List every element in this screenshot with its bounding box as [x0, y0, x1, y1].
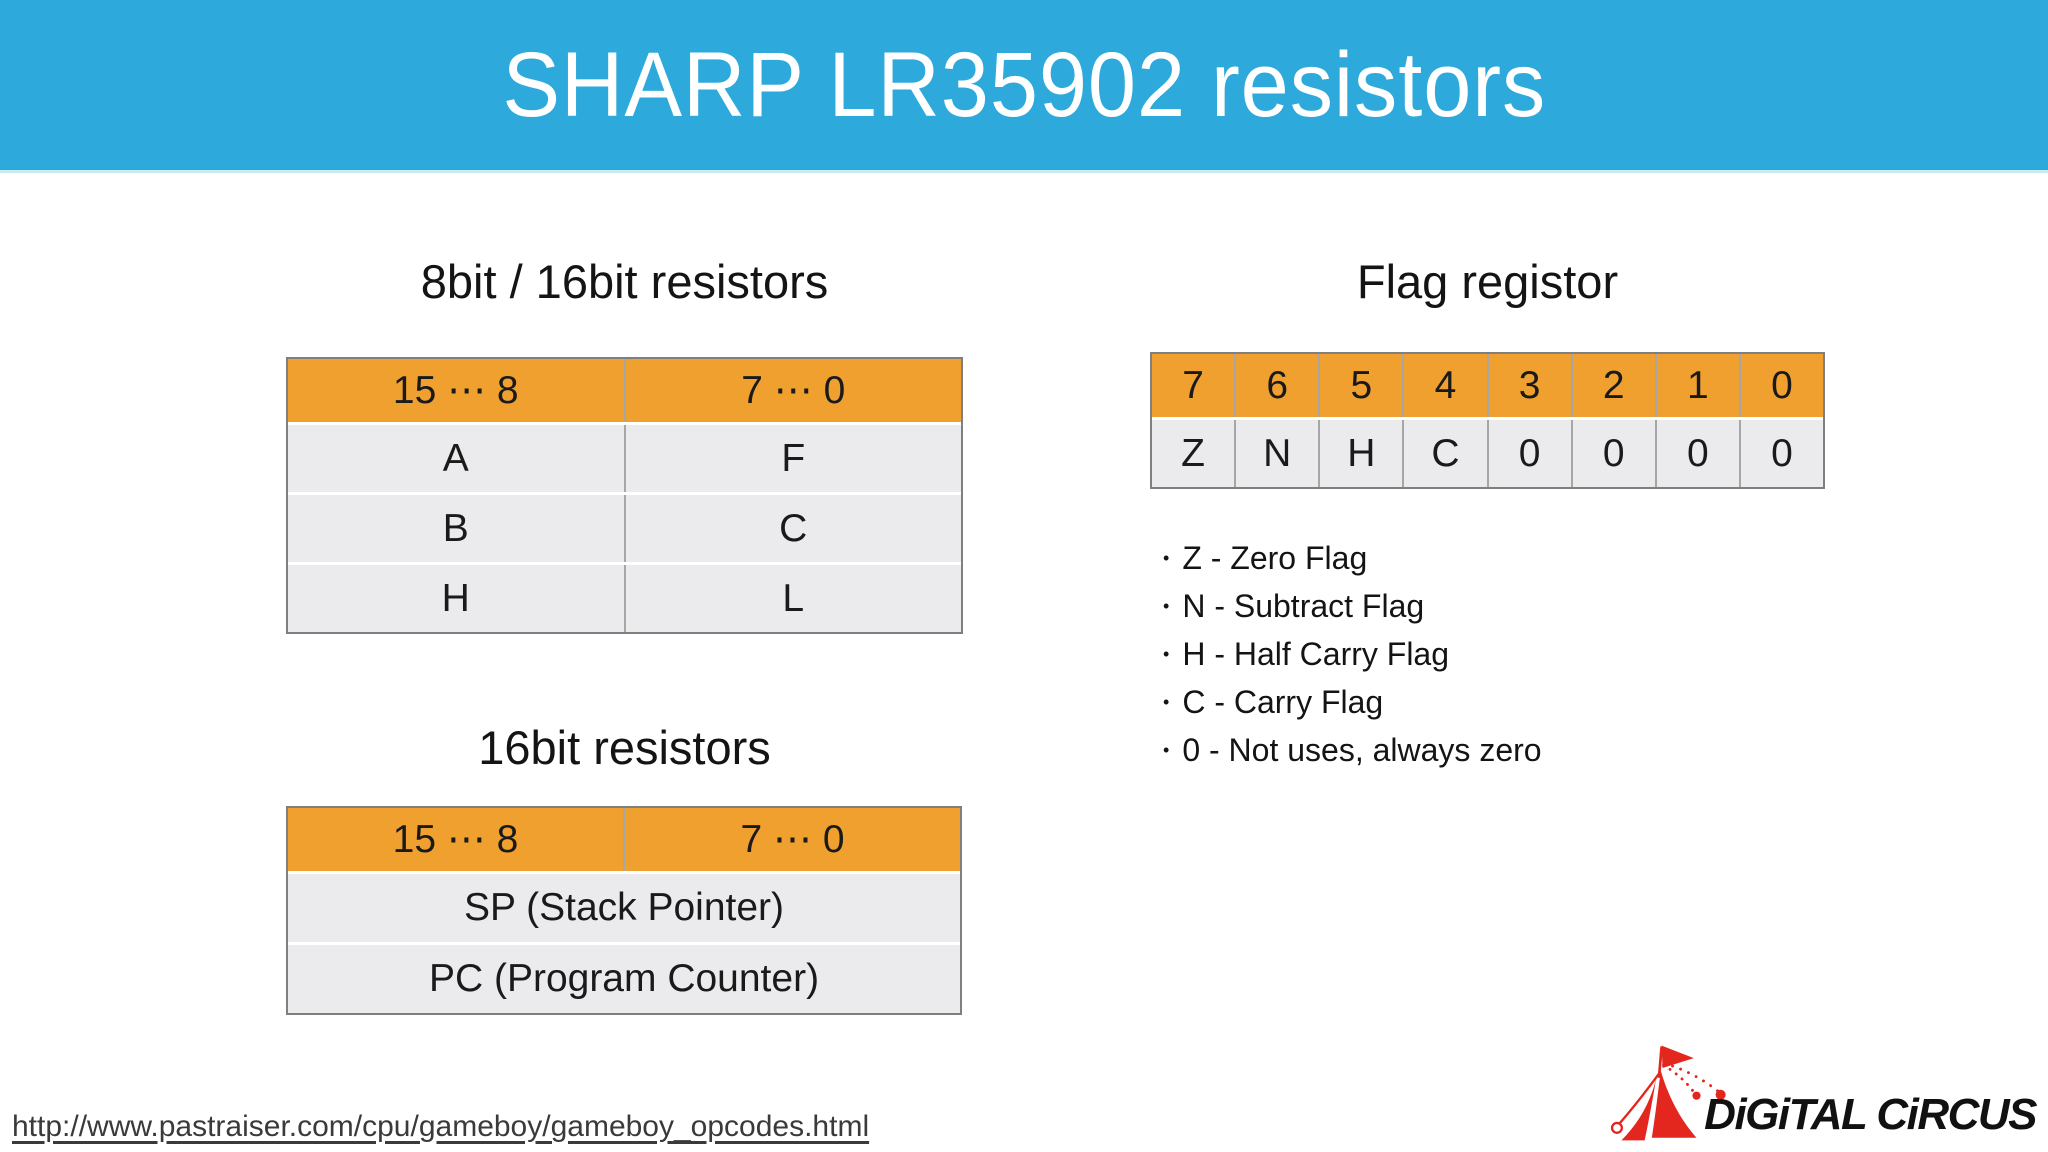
- table-header-cell: 0: [1738, 354, 1823, 417]
- reg16-table: 15 ⋯ 8 7 ⋯ 0 SP (Stack Pointer) PC (Prog…: [286, 806, 962, 1015]
- table-header-row: 15 ⋯ 8 7 ⋯ 0: [288, 359, 961, 422]
- table-cell: SP (Stack Pointer): [463, 886, 785, 929]
- digital-circus-logo: DiGiTAL CiRCUS: [1608, 1036, 2037, 1150]
- reg8-section-title: 8bit / 16bit resistors: [420, 255, 829, 308]
- table-row: SP (Stack Pointer): [288, 871, 960, 942]
- reg16-section-title: 16bit resistors: [478, 721, 771, 774]
- table-header-cell: 3: [1486, 354, 1571, 417]
- list-item: N - Subtract Flag: [1163, 582, 1923, 630]
- flag-table: 7 6 5 4 3 2 1 0 Z N H C 0 0 0 0: [1150, 352, 1825, 489]
- table-row: Z N H C 0 0 0 0: [1152, 417, 1823, 487]
- reg8-table: 15 ⋯ 8 7 ⋯ 0 A F B C H L: [286, 357, 963, 634]
- table-cell: N: [1234, 420, 1318, 487]
- table-cell: H: [441, 576, 470, 620]
- table-cell: B: [442, 506, 469, 550]
- table-cell: L: [623, 565, 962, 632]
- table-cell: C: [1402, 420, 1486, 487]
- table-cell: H: [1318, 420, 1402, 487]
- list-item: C - Carry Flag: [1163, 678, 1923, 726]
- table-cell: 0: [1738, 420, 1823, 487]
- table-header-cell: 4: [1402, 354, 1486, 417]
- title-banner: SHARP LR35902 resistors: [0, 0, 2048, 173]
- source-url-link[interactable]: http://www.pastraiser.com/cpu/gameboy/ga…: [12, 1110, 870, 1143]
- table-header-cell: 1: [1654, 354, 1739, 417]
- list-item: Z - Zero Flag: [1163, 534, 1923, 582]
- list-item: H - Half Carry Flag: [1163, 630, 1923, 678]
- table-cell: PC (Program Counter): [428, 957, 820, 1000]
- table-cell: 0: [1570, 420, 1655, 487]
- table-cell: 0: [1486, 420, 1571, 487]
- table-header-row: 7 6 5 4 3 2 1 0: [1152, 354, 1823, 417]
- table-header-cell: 7 ⋯ 0: [623, 808, 960, 871]
- table-header-cell: 15 ⋯ 8: [392, 818, 519, 861]
- table-header-cell: 7: [1182, 363, 1204, 407]
- table-header-cell: 15 ⋯ 8: [392, 369, 519, 412]
- table-row: PC (Program Counter): [288, 942, 960, 1013]
- table-header-cell: 5: [1318, 354, 1402, 417]
- table-cell: F: [623, 425, 962, 492]
- table-header-cell: 2: [1570, 354, 1655, 417]
- table-cell: Z: [1181, 431, 1205, 475]
- table-cell: 0: [1654, 420, 1739, 487]
- flag-section-title: Flag registor: [1356, 255, 1619, 308]
- table-cell: A: [442, 436, 469, 480]
- table-cell: C: [623, 495, 962, 562]
- table-row: A F: [288, 422, 961, 492]
- table-row: H L: [288, 562, 961, 632]
- table-header-cell: 6: [1234, 354, 1318, 417]
- logo-text: DiGiTAL CiRCUS: [1704, 1090, 2037, 1139]
- circus-tent-icon: [1611, 1045, 1726, 1141]
- table-header-row: 15 ⋯ 8 7 ⋯ 0: [288, 808, 960, 871]
- table-header-cell: 7 ⋯ 0: [623, 359, 962, 422]
- page-title: SHARP LR35902 resistors: [502, 33, 1546, 136]
- list-item: 0 - Not uses, always zero: [1163, 726, 1923, 774]
- table-row: B C: [288, 492, 961, 562]
- flag-notes-list: Z - Zero Flag N - Subtract Flag H - Half…: [1163, 534, 1923, 774]
